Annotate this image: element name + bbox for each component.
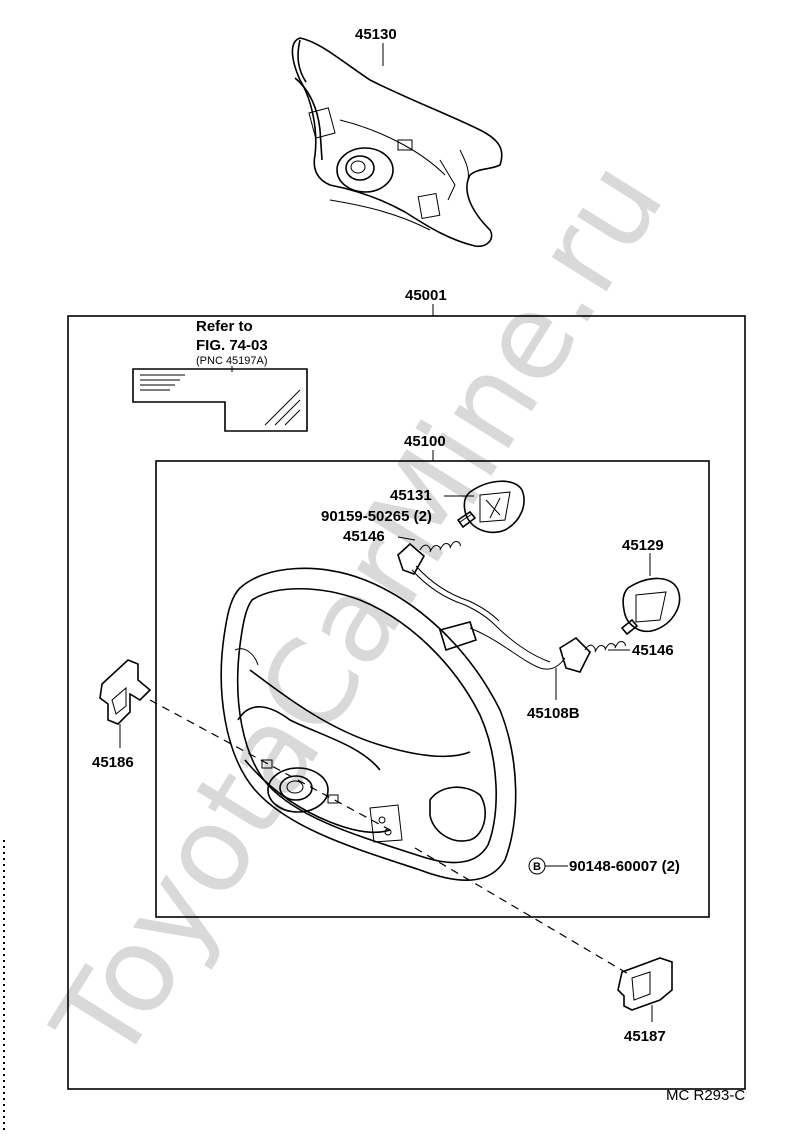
horn-contact-left-illustration <box>397 541 461 575</box>
part-label-45146-right: 45146 <box>632 642 674 659</box>
refer-text-line2: FIG. 74-03 <box>196 337 268 354</box>
label-plate-hatching <box>140 374 301 426</box>
part-label-45130: 45130 <box>355 26 397 43</box>
part-label-45100: 45100 <box>404 433 446 450</box>
diagram-code: MC R293-C <box>666 1087 745 1104</box>
watermark: ToyotaCarMine.ru <box>26 138 690 1086</box>
bracket-45187-illustration <box>617 957 673 1011</box>
steering-wheel-illustration <box>220 567 517 882</box>
part-label-screw: 90159-50265 (2) <box>321 508 432 525</box>
horn-contact-right-illustration <box>584 618 639 653</box>
part-label-45131: 45131 <box>390 487 432 504</box>
part-label-45187: 45187 <box>624 1028 666 1045</box>
label-plate-illustration <box>132 368 308 432</box>
refer-text-line1: Refer to <box>196 318 253 335</box>
refer-text-line3: (PNC 45197A) <box>196 355 268 367</box>
part-label-bolt: 90148-60007 (2) <box>569 858 680 875</box>
part-label-45001: 45001 <box>405 287 447 304</box>
cover-45131-illustration <box>463 480 525 534</box>
assembly-box-45001 <box>67 315 746 1090</box>
part-label-45186: 45186 <box>92 754 134 771</box>
wire-harness-illustration <box>411 565 591 673</box>
part-label-45129: 45129 <box>622 537 664 554</box>
bolt-marker-letter: B <box>533 861 541 873</box>
screw-illustration <box>456 510 477 529</box>
part-label-45108b: 45108B <box>527 705 580 722</box>
airbag-pad-illustration <box>291 37 503 248</box>
leader-45186 <box>149 699 391 831</box>
part-label-45146-left: 45146 <box>343 528 385 545</box>
assembly-box-45100 <box>155 460 710 918</box>
cover-45129-illustration <box>622 577 681 632</box>
bracket-45186-illustration <box>99 659 152 725</box>
